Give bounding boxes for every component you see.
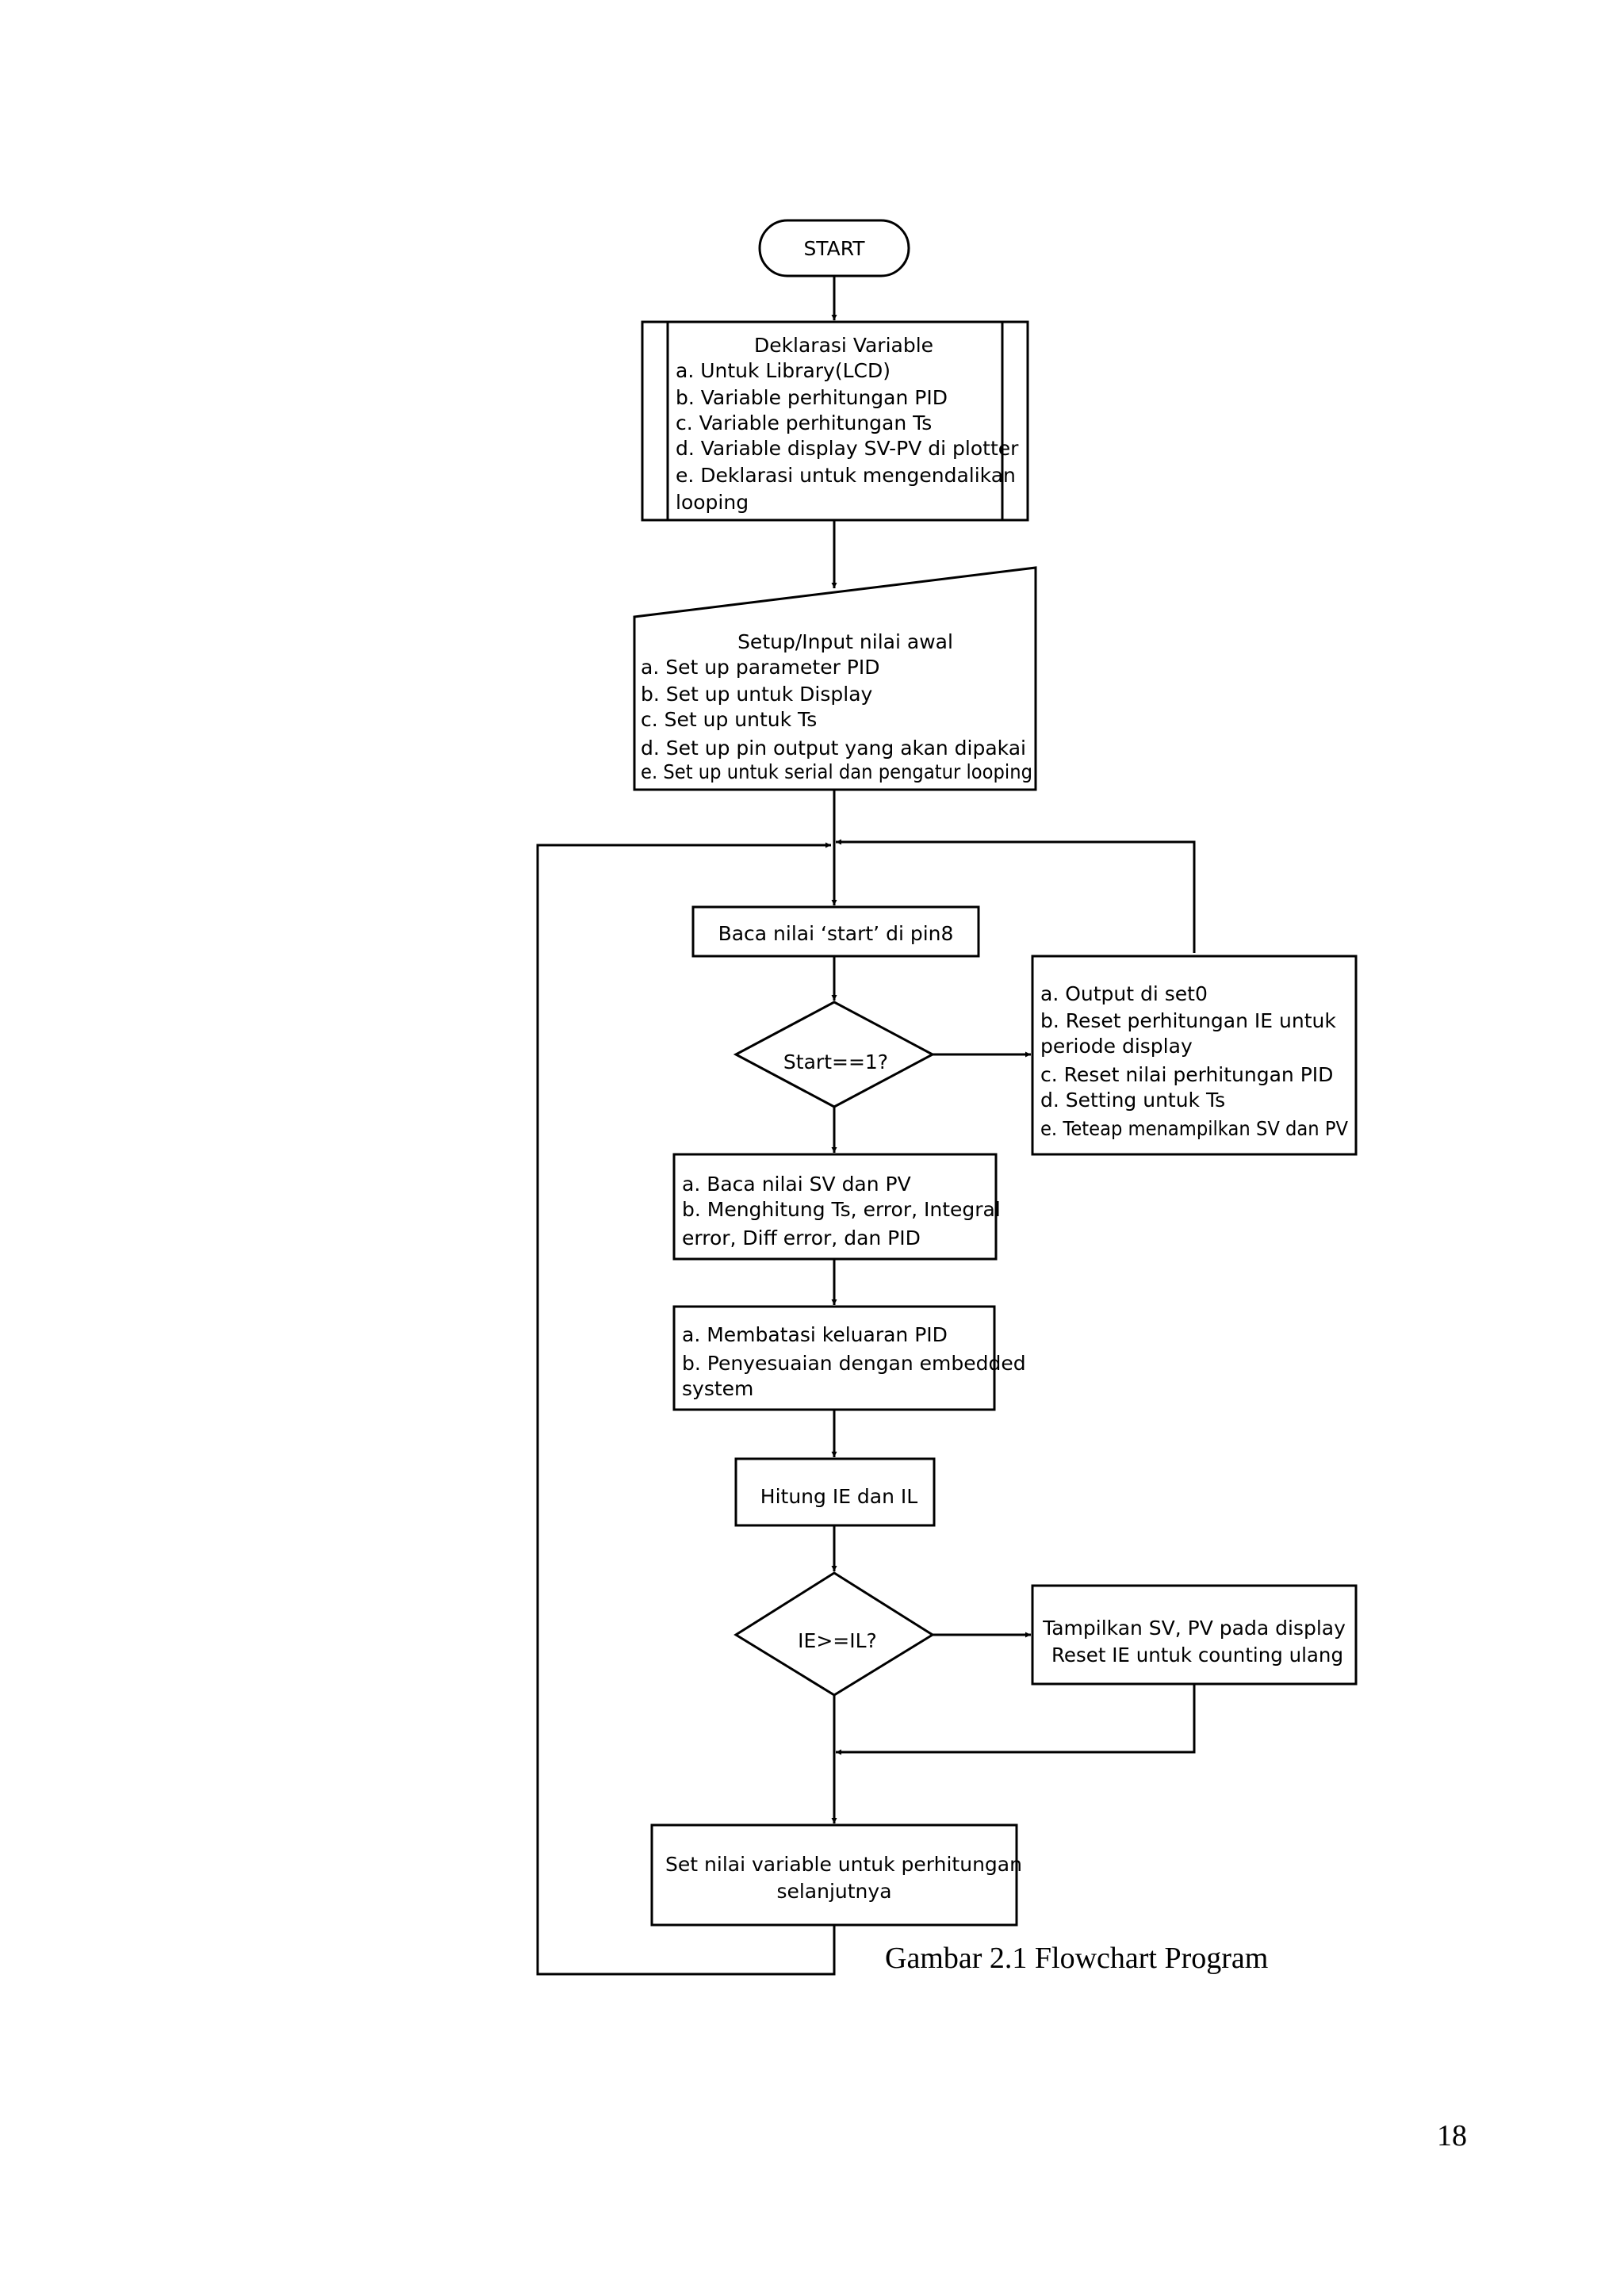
setup-item: b. Set up untuk Display — [641, 683, 873, 706]
declare-item: d. Variable display SV-PV di plotter — [676, 437, 1019, 460]
reset-box: a. Output di set0 b. Reset perhitungan I… — [1031, 955, 1358, 1156]
reset-item: e. Teteap menampilkan SV dan PV — [1040, 1117, 1348, 1140]
decision-start: Start==1? — [733, 1001, 936, 1108]
reset-item: d. Setting untuk Ts — [1040, 1089, 1225, 1112]
set-next-item: Set nilai variable untuk perhitungan — [665, 1853, 1022, 1876]
edge-main-loop-back — [536, 842, 836, 1976]
compute-item: b. Menghitung Ts, error, Integral — [682, 1198, 1001, 1221]
read-start-box: Baca nilai ‘start’ di pin8 — [691, 905, 980, 958]
declare-title: Deklarasi Variable — [754, 334, 933, 357]
reset-item: periode display — [1040, 1035, 1193, 1058]
hitung-label: Hitung IE dan IL — [760, 1485, 918, 1508]
compute-item: a. Baca nilai SV dan PV — [682, 1173, 911, 1196]
figure-caption: Gambar 2.1 Flowchart Program — [885, 1942, 1269, 1975]
start-label: START — [803, 237, 865, 260]
setup-item: e. Set up untuk serial dan pengatur loop… — [641, 760, 1032, 783]
reset-item: c. Reset nilai perhitungan PID — [1040, 1063, 1333, 1086]
hitung-box: Hitung IE dan IL — [734, 1457, 936, 1527]
declare-item: c. Variable perhitungan Ts — [676, 411, 932, 434]
start-terminator: START — [758, 219, 910, 277]
display-box: Tampilkan SV, PV pada display Reset IE u… — [1031, 1584, 1358, 1686]
declare-process-box: Deklarasi Variable a. Untuk Library(LCD)… — [641, 320, 1029, 522]
reset-item: a. Output di set0 — [1040, 982, 1208, 1005]
declare-item: a. Untuk Library(LCD) — [676, 359, 891, 382]
declare-item: b. Variable perhitungan PID — [676, 386, 948, 409]
read-start-label: Baca nilai ‘start’ di pin8 — [718, 922, 954, 945]
limit-item: system — [682, 1377, 753, 1400]
setup-item: a. Set up parameter PID — [641, 656, 880, 679]
setup-item: c. Set up untuk Ts — [641, 708, 817, 731]
reset-item: b. Reset perhitungan IE untuk — [1040, 1009, 1336, 1032]
decision-ie: IE>=IL? — [733, 1571, 935, 1697]
decision-start-label: Start==1? — [783, 1050, 888, 1073]
page-number: 18 — [1437, 2119, 1467, 2152]
edge-reset-loop-back — [836, 839, 1196, 953]
connectors — [536, 276, 1196, 1976]
declare-item: e. Deklarasi untuk mengendalikan — [676, 464, 1016, 487]
declare-item: looping — [676, 491, 749, 514]
set-next-box: Set nilai variable untuk perhitungan sel… — [650, 1823, 1022, 1927]
limit-item: b. Penyesuaian dengan embedded — [682, 1352, 1026, 1375]
limit-item: a. Membatasi keluaran PID — [682, 1323, 948, 1346]
display-item: Reset IE untuk counting ulang — [1051, 1644, 1343, 1667]
compute-box: a. Baca nilai SV dan PV b. Menghitung Ts… — [672, 1153, 1001, 1261]
decision-ie-label: IE>=IL? — [798, 1629, 877, 1652]
display-item: Tampilkan SV, PV pada display — [1042, 1617, 1346, 1640]
edge-display-return — [836, 1684, 1196, 1755]
set-next-item: selanjutnya — [776, 1880, 891, 1903]
setup-input-box: Setup/Input nilai awal a. Set up paramet… — [633, 566, 1037, 791]
limit-box: a. Membatasi keluaran PID b. Penyesuaian… — [672, 1305, 1026, 1411]
setup-item: d. Set up pin output yang akan dipakai — [641, 737, 1026, 760]
compute-item: error, Diff error, dan PID — [682, 1226, 921, 1249]
setup-title: Setup/Input nilai awal — [737, 630, 953, 653]
